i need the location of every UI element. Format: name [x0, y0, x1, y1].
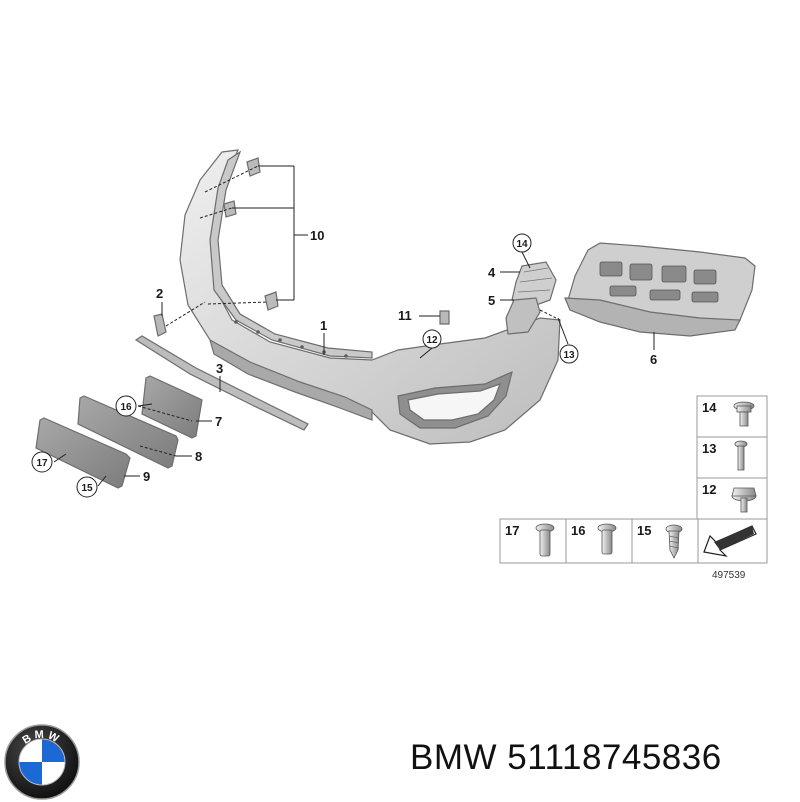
callout-12: 12 [426, 335, 438, 346]
fastener-13-icon [734, 440, 748, 471]
callout-1: 1 [320, 318, 327, 333]
fastener-15-icon [665, 524, 683, 559]
callout-10: 10 [310, 228, 324, 243]
callout-4: 4 [488, 265, 496, 280]
side-grille-bracket [505, 261, 557, 335]
caption-part-number: 51118745836 [507, 738, 722, 777]
callout-16: 16 [120, 402, 132, 413]
license-plate-base-8 [77, 395, 179, 469]
callout-15-circle: 15 [76, 476, 98, 498]
logo-lettering: BMW [20, 729, 60, 747]
callout-2: 2 [156, 286, 163, 301]
fastener-16-icon [597, 523, 617, 555]
callout-13: 13 [563, 350, 575, 361]
clip-11 [439, 310, 450, 325]
callout-8: 8 [195, 449, 202, 464]
leader-lines [53, 165, 655, 487]
fastener-14-icon [733, 401, 755, 427]
callout-12-circle: 12 [422, 329, 442, 349]
callout-13-circle: 13 [559, 344, 579, 364]
fastener-17-icon [535, 523, 555, 557]
caption-brand: BMW [410, 738, 498, 777]
svg-text:BMW: BMW [20, 729, 63, 747]
bumper-trim-panel [179, 149, 561, 445]
callout-17-circle: 17 [31, 451, 53, 473]
legend-16: 16 [571, 523, 585, 538]
legend-17: 17 [505, 523, 519, 538]
callout-14-circle: 14 [512, 233, 532, 253]
direction-arrow-icon [703, 525, 757, 557]
legend-15: 15 [637, 523, 651, 538]
legend-13: 13 [702, 441, 716, 456]
bmw-logo: BMW [4, 724, 80, 800]
fastener-12-icon [731, 487, 757, 513]
callout-15: 15 [81, 483, 93, 494]
clips-10 [223, 157, 279, 311]
callout-17: 17 [36, 458, 48, 469]
callouts: 10 2 1 11 12 14 4 5 13 6 3 7 8 9 16 17 [31, 228, 657, 498]
fastener-legend: 14 13 12 17 16 15 [499, 395, 768, 581]
image-number: 497539 [712, 570, 746, 581]
callout-9: 9 [143, 469, 150, 484]
callout-16-circle: 16 [115, 395, 137, 417]
callout-6: 6 [650, 352, 657, 367]
callout-7: 7 [215, 414, 222, 429]
legend-14: 14 [702, 400, 717, 415]
legend-12: 12 [702, 482, 716, 497]
front-spoiler-strip [134, 335, 309, 431]
callout-11: 11 [398, 308, 412, 323]
bumper-carrier-bracket [564, 242, 756, 337]
clip-2 [153, 313, 167, 337]
license-plate-base-9 [35, 417, 131, 489]
license-plate-base-7 [141, 375, 203, 439]
callout-14: 14 [516, 239, 528, 250]
callout-3: 3 [216, 361, 223, 376]
callout-5: 5 [488, 293, 495, 308]
part-caption: BMW 51118745836 [410, 738, 722, 778]
